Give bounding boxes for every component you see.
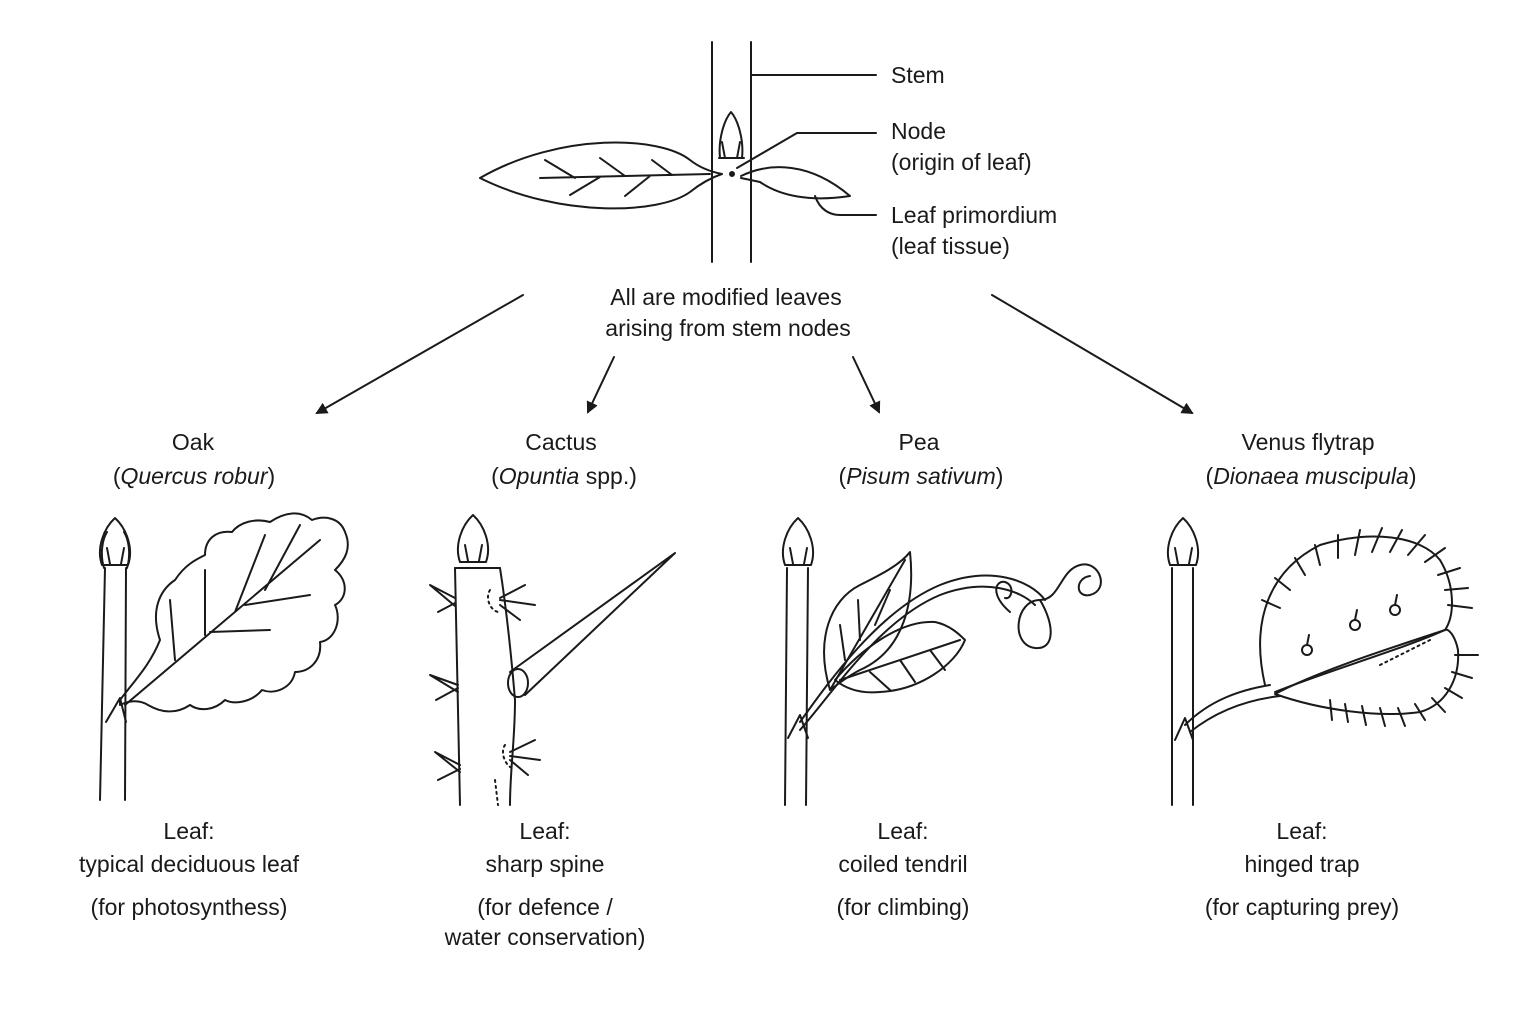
cactus-bud-icon: [456, 514, 490, 563]
oak-leaf-heading: Leaf:: [163, 818, 215, 844]
pea-name: Pea: [898, 429, 940, 455]
pea-caption: Leaf: coiled tendril (for climbing): [837, 815, 970, 924]
top-apical-bud: [718, 111, 744, 159]
primordium-sublabel: (leaf tissue): [891, 233, 1010, 259]
oak-bud-icon: [98, 517, 132, 566]
cactus-caption: Leaf: sharp spine (for defence / water c…: [445, 815, 646, 954]
pea-bud-icon: [781, 517, 815, 566]
cactus-leaf-heading: Leaf:: [519, 818, 571, 844]
top-primordium: [740, 166, 851, 200]
cactus-long-spine: [509, 552, 676, 696]
arrow-to-oak: [315, 294, 524, 414]
flytrap-caption: Leaf: hinged trap (for capturing prey): [1205, 815, 1399, 924]
arrow-to-cactus: [586, 356, 615, 414]
cactus-drawing: [429, 514, 676, 806]
pea-tendril: [1017, 563, 1102, 650]
cactus-scientific-name: (Opuntia spp.): [491, 463, 637, 489]
oak-drawing: [98, 512, 349, 801]
flytrap-upper-lobe: [1259, 535, 1453, 693]
top-left-leaf: [479, 141, 723, 210]
node-sublabel: (origin of leaf): [891, 149, 1032, 175]
pea-leaf-heading: Leaf:: [877, 818, 929, 844]
arrow-to-flytrap: [991, 294, 1194, 415]
oak-leaf: [119, 512, 349, 713]
pea-drawing: [781, 517, 1102, 806]
cactus-leaf-function-1: (for defence /: [477, 894, 613, 920]
oak-caption: Leaf: typical deciduous leaf (for photos…: [79, 815, 299, 924]
summary-line-1: All are modified leaves: [610, 284, 842, 310]
oak-leaf-function: (for photosynthess): [90, 894, 288, 920]
oak-leaf-form: typical deciduous leaf: [79, 851, 299, 877]
pea-leaflet-lower: [834, 620, 966, 694]
node-label: Node: [891, 118, 946, 144]
pea-scientific-name: (Pisum sativum): [838, 463, 1004, 489]
arrow-to-pea: [852, 356, 881, 414]
cactus-leaf-form: sharp spine: [485, 851, 605, 877]
flytrap-drawing: [1166, 517, 1479, 806]
flytrap-leaf-function: (for capturing prey): [1204, 894, 1400, 920]
flytrap-bud-icon: [1166, 517, 1200, 566]
arrows: [315, 294, 1194, 415]
oak-name: Oak: [171, 429, 215, 455]
cactus-name: Cactus: [525, 429, 597, 455]
summary-line-2: arising from stem nodes: [605, 315, 851, 341]
stem-label: Stem: [891, 62, 945, 88]
cactus-leaf-function-2: water conservation): [444, 924, 646, 950]
flytrap-name: Venus flytrap: [1241, 429, 1375, 455]
pea-leaflet-upper: [823, 551, 913, 691]
pea-leaf-function: (for climbing): [836, 894, 970, 920]
flytrap-leaf-heading: Leaf:: [1276, 818, 1328, 844]
flytrap-lower-lobe: [1274, 628, 1460, 715]
primordium-label: Leaf primordium: [891, 202, 1058, 228]
flytrap-scientific-name: (Dionaea muscipula): [1205, 463, 1417, 489]
pea-leaf-form: coiled tendril: [838, 851, 968, 877]
top-stem-drawing: [479, 41, 877, 263]
flytrap-leaf-form: hinged trap: [1244, 851, 1360, 877]
oak-scientific-name: (Quercus robur): [112, 463, 276, 489]
